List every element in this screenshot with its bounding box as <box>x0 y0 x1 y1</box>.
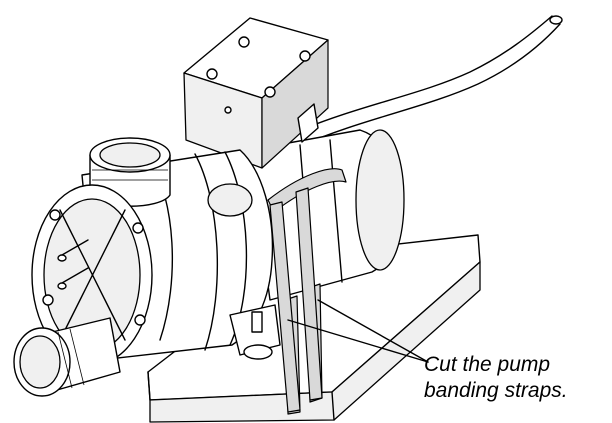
callout-line-1: Cut the pump <box>424 353 551 376</box>
banding-straps <box>267 168 347 415</box>
callout-line-2: banding straps. <box>424 379 568 402</box>
front-faceplate <box>31 184 153 366</box>
pump-foot <box>229 304 281 360</box>
callout-text: Cut the pump banding straps. <box>424 352 568 404</box>
power-cable <box>295 15 563 147</box>
junction-box <box>183 17 329 169</box>
callout-leaders <box>287 299 429 363</box>
discharge-port <box>13 317 121 397</box>
motor-body <box>249 129 405 301</box>
